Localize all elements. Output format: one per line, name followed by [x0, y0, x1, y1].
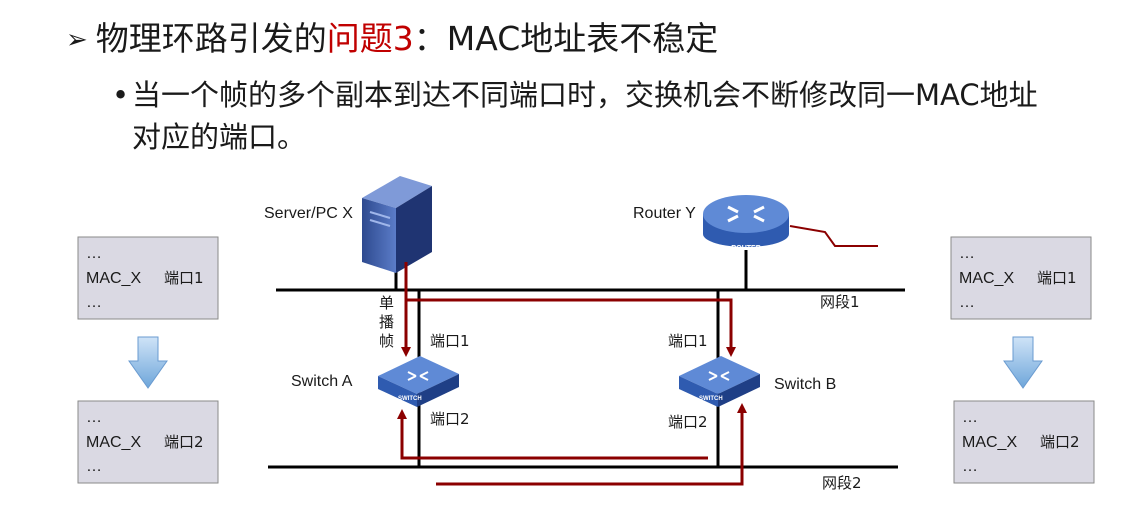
switch-a-port2: 端口2: [430, 410, 470, 428]
mac-row-2: MAC_X: [959, 270, 1014, 287]
arrow-bullet-icon: ➢: [66, 25, 88, 55]
mac-port: 端口2: [164, 433, 204, 451]
mac-row-1: …: [962, 409, 978, 426]
mac-port: 端口1: [1037, 269, 1077, 287]
switch-a-label: Switch A: [291, 373, 353, 390]
switch-b-port1: 端口1: [668, 332, 708, 350]
frame-path-segment2-to-switch-b: [436, 403, 747, 486]
mac-row-2: MAC_X: [962, 434, 1017, 451]
mac-row-3: …: [962, 458, 978, 475]
switch-b-label: Switch B: [774, 376, 836, 393]
frame-path-segment1-to-switch-b: [406, 298, 736, 357]
left-mac-table-before: … MAC_X 端口1 …: [77, 236, 219, 320]
bullet-point: • 当一个帧的多个副本到达不同端口时，交换机会不断修改同一MAC地址 对应的端口…: [112, 74, 1102, 158]
switch-b-badge: SWITCH: [699, 396, 723, 402]
left-mac-table-after: … MAC_X 端口2 …: [77, 400, 219, 484]
slide-title: ➢物理环路引发的问题3：MAC地址表不稳定: [66, 14, 718, 67]
right-mac-table-after: … MAC_X 端口2 …: [953, 400, 1095, 484]
switch-b-icon: SWITCH: [679, 356, 760, 407]
mac-row-2: MAC_X: [86, 270, 141, 287]
unicast-frame-char-1: 单: [379, 294, 394, 312]
mac-port: 端口2: [1040, 433, 1080, 451]
segment-1-label: 网段1: [820, 293, 860, 311]
switch-b-port2: 端口2: [668, 413, 708, 431]
bullet-line-2: 对应的端口。: [132, 120, 307, 154]
switch-a-port1: 端口1: [430, 332, 470, 350]
bullet-dot-icon: •: [112, 78, 130, 112]
unicast-frame-char-2: 播: [379, 313, 394, 331]
frame-path-segment2-to-switch-a: [397, 409, 708, 460]
mac-row-3: …: [86, 458, 102, 475]
mac-row-3: …: [86, 294, 102, 311]
mac-row-2: MAC_X: [86, 434, 141, 451]
title-prefix: 物理环路引发的: [95, 19, 327, 58]
server-icon: [362, 176, 432, 273]
title-highlight: 问题3: [326, 19, 414, 58]
mac-row-3: …: [959, 294, 975, 311]
down-arrow-icon: [1003, 336, 1043, 389]
router-label: Router Y: [633, 205, 696, 222]
server-label: Server/PC X: [264, 205, 353, 222]
right-mac-table-before: … MAC_X 端口1 …: [950, 236, 1092, 320]
title-suffix: ：MAC地址表不稳定: [413, 19, 719, 58]
router-badge: ROUTER: [731, 245, 761, 252]
mac-row-1: …: [86, 245, 102, 262]
switch-a-icon: SWITCH: [378, 356, 459, 407]
mac-port: 端口1: [164, 269, 204, 287]
down-arrow-icon: [128, 336, 168, 389]
bullet-line-1: 当一个帧的多个副本到达不同端口时，交换机会不断修改同一MAC地址: [132, 78, 1038, 112]
mac-row-1: …: [86, 409, 102, 426]
router-icon: ROUTER: [703, 195, 789, 252]
mac-row-1: …: [959, 245, 975, 262]
unicast-frame-char-3: 帧: [379, 332, 394, 350]
segment-2-label: 网段2: [822, 474, 862, 492]
router-wan-link: [789, 225, 878, 247]
switch-a-badge: SWITCH: [398, 396, 422, 402]
